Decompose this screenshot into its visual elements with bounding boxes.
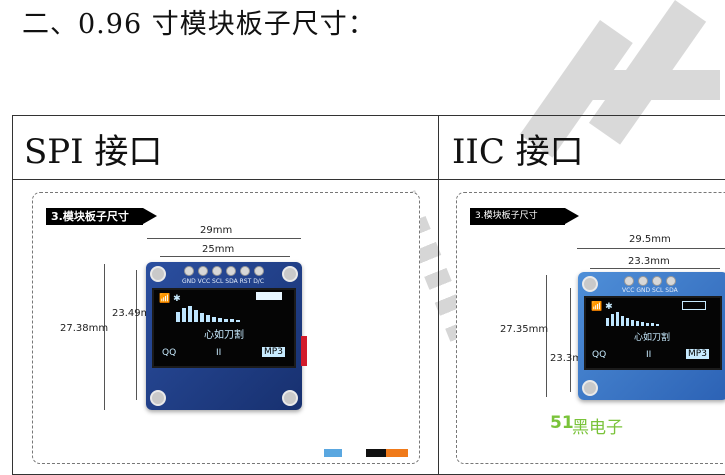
spi-oled-module: GND VCC SCL SDA RST D/C 📶 ✱ 心如刀割 QQ II M… xyxy=(146,262,302,410)
header-pin xyxy=(624,276,634,286)
signal-icon: 📶 ✱ xyxy=(159,294,181,304)
mount-hole xyxy=(150,390,166,406)
spi-width-inner-line xyxy=(160,256,290,257)
header-pin xyxy=(198,266,208,276)
iic-width-inner-line xyxy=(590,268,720,269)
spi-oled-screen: 📶 ✱ 心如刀割 QQ II MP3 xyxy=(152,288,296,368)
spi-height-outer-label: 27.38mm xyxy=(60,323,109,334)
iic-height-outer-line xyxy=(546,275,547,397)
pause-icon: II xyxy=(646,350,652,360)
mp3-label: MP3 xyxy=(262,347,285,357)
mount-hole xyxy=(582,276,598,292)
iic-section-tag: 3.模块板子尺寸 xyxy=(470,208,579,225)
brand-number: 51 xyxy=(550,413,574,433)
iic-width-outer-line xyxy=(577,248,725,249)
pin-labels: GND VCC SCL SDA RST D/C xyxy=(182,278,265,285)
qq-label: QQ xyxy=(592,350,607,360)
mount-hole xyxy=(282,390,298,406)
mount-hole xyxy=(150,266,166,282)
iic-height-outer-label: 27.35mm xyxy=(500,324,549,335)
spi-height-outer-line xyxy=(104,264,105,410)
battery-icon xyxy=(256,292,282,300)
pause-icon: II xyxy=(216,348,222,358)
song-title: 心如刀割 xyxy=(204,330,244,341)
qq-label: QQ xyxy=(162,348,177,358)
iic-oled-module: VCC GND SCL SDA 📶 ✱ 心如刀割 QQ II MP3 xyxy=(578,272,725,400)
red-marker xyxy=(301,336,307,366)
header-pin xyxy=(666,276,676,286)
column-divider xyxy=(438,115,439,475)
badge-black xyxy=(366,449,386,457)
header-pin xyxy=(638,276,648,286)
header-pin xyxy=(652,276,662,286)
battery-icon xyxy=(682,301,706,310)
spi-width-inner-label: 25mm xyxy=(202,244,235,255)
iic-width-outer-label: 29.5mm xyxy=(629,234,671,245)
section-heading: 二、0.96 寸模块板子尺寸： xyxy=(22,9,376,40)
iic-height-inner-line xyxy=(570,288,571,392)
badge-orange xyxy=(386,449,408,457)
iic-oled-screen: 📶 ✱ 心如刀割 QQ II MP3 xyxy=(584,296,722,370)
spi-height-inner-label: 23.49mm xyxy=(112,308,161,319)
song-title: 心如刀割 xyxy=(634,333,671,343)
spi-width-outer-line xyxy=(147,238,301,239)
iic-column-title: IIC 接口 xyxy=(452,132,584,172)
signal-icon: 📶 ✱ xyxy=(591,302,613,312)
equalizer-bars xyxy=(606,312,696,326)
spi-column-title: SPI 接口 xyxy=(24,132,163,172)
header-pin xyxy=(226,266,236,276)
mount-hole xyxy=(282,266,298,282)
header-pin xyxy=(184,266,194,276)
iic-height-inner-label: 23.3mm xyxy=(550,353,592,364)
badge-blue xyxy=(324,449,342,457)
header-pin xyxy=(212,266,222,276)
equalizer-bars xyxy=(176,306,276,322)
mount-hole xyxy=(582,380,598,396)
mp3-label: MP3 xyxy=(686,349,709,359)
header-divider xyxy=(12,179,725,180)
iic-width-inner-label: 23.3mm xyxy=(628,256,670,267)
spi-width-outer-label: 29mm xyxy=(200,225,233,236)
header-pin xyxy=(240,266,250,276)
pin-labels: VCC GND SCL SDA xyxy=(622,287,678,294)
header-pin xyxy=(254,266,264,276)
brand-text: 黑电子 xyxy=(572,418,623,438)
spi-height-inner-line xyxy=(136,270,137,400)
spi-section-tag: 3.模块板子尺寸 xyxy=(46,208,157,225)
